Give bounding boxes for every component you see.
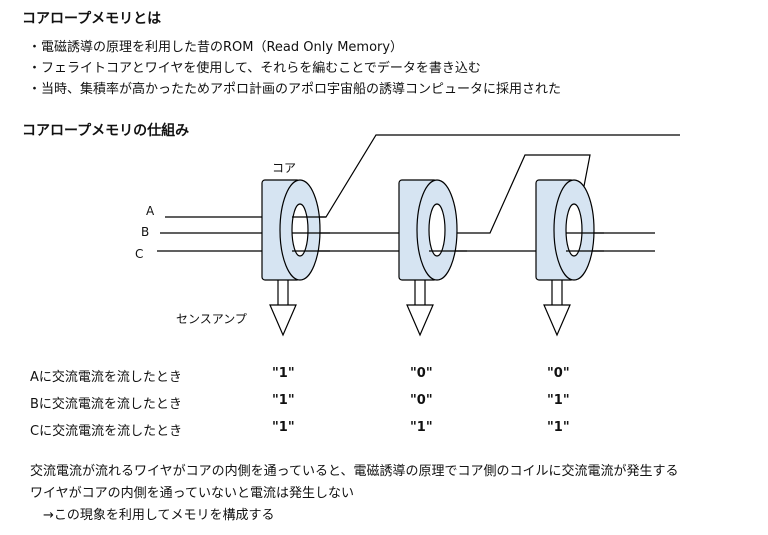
core-label: コア [272, 161, 296, 175]
row-c-label: Cに交流電流を流したとき [30, 424, 183, 439]
bullet-3: ・当時、集積率が高かったためアポロ計画のアポロ宇宙船の誘導コンピュータに採用され… [28, 82, 562, 97]
wire-label-a: A [146, 204, 155, 218]
sense-amp-1-icon [269, 304, 297, 337]
row-a-value-1: "1" [272, 366, 295, 381]
row-b-value-2: "0" [410, 393, 433, 408]
bullet-2: ・フェライトコアとワイヤを使用して、それらを編むことでデータを書き込む [28, 61, 481, 76]
row-a-value-2: "0" [410, 366, 433, 381]
page-title: コアロープメモリとは [22, 11, 162, 27]
section-title: コアロープメモリの仕組み [22, 123, 190, 139]
row-a-value-3: "0" [547, 366, 570, 381]
row-a-label: Aに交流電流を流したとき [30, 370, 182, 385]
sense-amp-3-icon [543, 304, 571, 337]
row-c-value-1: "1" [272, 420, 295, 435]
row-b-value-3: "1" [547, 393, 570, 408]
wire-label-b: B [141, 225, 149, 239]
row-c-value-3: "1" [547, 420, 570, 435]
row-c-value-2: "1" [410, 420, 433, 435]
core-2 [398, 179, 458, 337]
footer-line-2: ワイヤがコアの内側を通っていないと電流は発生しない [30, 486, 354, 501]
row-b-value-1: "1" [272, 393, 295, 408]
row-b-label: Bに交流電流を流したとき [30, 397, 182, 412]
wire-label-c: C [135, 247, 143, 261]
bullet-1: ・電磁誘導の原理を利用した昔のROM（Read Only Memory） [28, 40, 404, 55]
footer-line-1: 交流電流が流れるワイヤがコアの内側を通っていると、電磁誘導の原理でコア側のコイル… [30, 464, 679, 479]
core-3 [535, 179, 595, 337]
core-1 [261, 179, 321, 337]
footer-line-3: →この現象を利用してメモリを構成する [30, 508, 275, 523]
sense-amp-2-icon [406, 304, 434, 337]
sense-amp-label: センスアンプ [176, 312, 247, 326]
